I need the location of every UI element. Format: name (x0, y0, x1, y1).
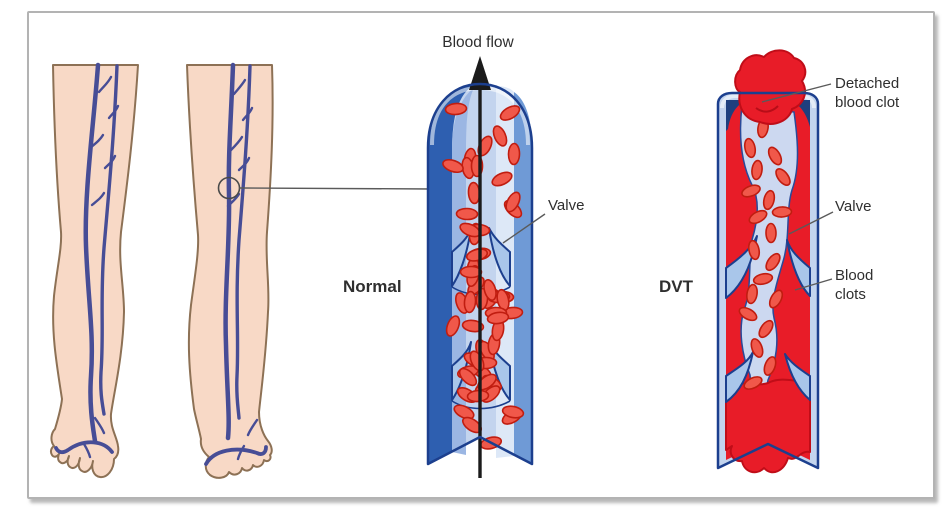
normal-vein-title: Normal (343, 277, 402, 296)
dvt-vein (716, 49, 820, 474)
valve-label-dvt: Valve (835, 198, 872, 215)
detached-clot-label: Detached blood clot (835, 75, 900, 111)
label-pointer-lines (502, 83, 834, 291)
right-leg (186, 62, 274, 479)
left-leg (49, 62, 139, 479)
normal-vein (426, 56, 534, 478)
detached-blood-clot (734, 49, 807, 125)
dvt-vein-title: DVT (659, 277, 693, 296)
leg-to-vein-pointer-line (239, 187, 433, 190)
dvt-bottom-clot (725, 378, 811, 474)
legs-illustration (49, 62, 433, 479)
valve-dvt-pointer (788, 211, 834, 235)
dvt-blood-cells (738, 117, 793, 390)
detached-clot-pointer (761, 83, 832, 103)
normal-vein-blood-cells (442, 102, 525, 450)
valve-normal-pointer (502, 213, 546, 244)
valve-label-normal: Valve (548, 197, 585, 214)
blood-clots-pointer (794, 278, 833, 291)
dvt-vein-valves (725, 235, 811, 403)
blood-flow-label: Blood flow (442, 34, 514, 51)
blood-clots-label: Blood clots (835, 267, 874, 303)
blood-flow-arrow (469, 56, 491, 478)
